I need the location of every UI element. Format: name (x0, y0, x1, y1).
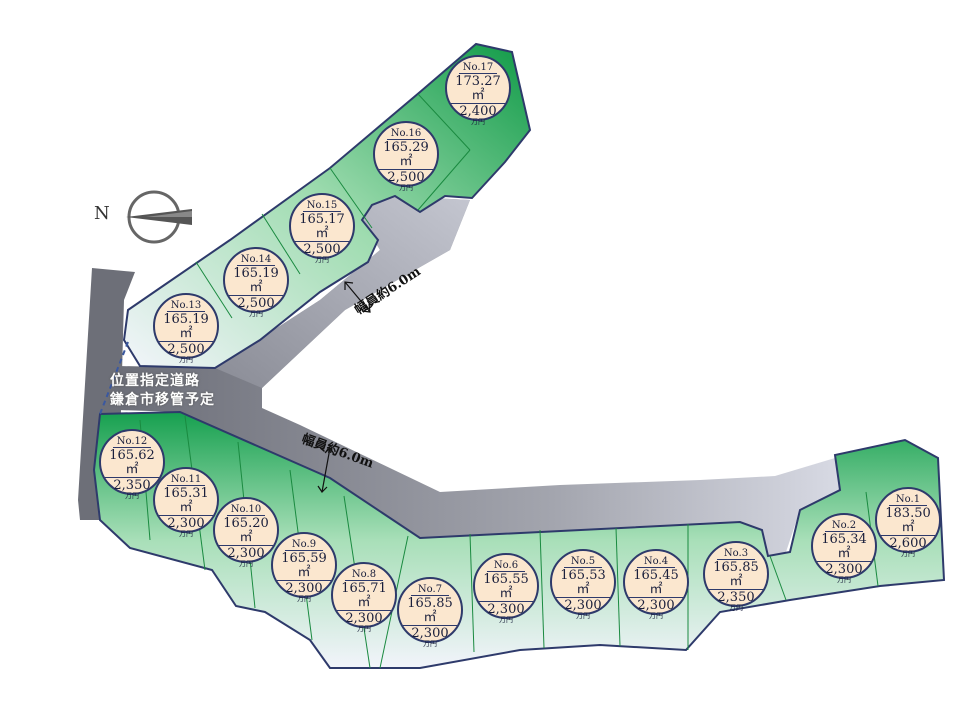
lot-price: 2,300 (167, 516, 205, 531)
lot-price-unit: 万円 (649, 612, 663, 620)
lot-price: 2,600 (889, 536, 927, 551)
lot-area: 165.53㎡ (556, 569, 610, 598)
lot-number: No.14 (237, 254, 275, 266)
lot-area: 165.31㎡ (159, 487, 213, 516)
lot-price: 2,500 (167, 342, 205, 357)
lot-price-unit: 万円 (729, 604, 743, 612)
lot-number: No.6 (487, 560, 525, 572)
lot-number: No.15 (303, 200, 341, 212)
lot-price: 2,300 (564, 598, 602, 613)
lot-price-unit: 万円 (179, 356, 193, 364)
lot-area: 165.55㎡ (479, 573, 533, 602)
lot-price-unit: 万円 (357, 625, 371, 633)
lot-price: 2,500 (387, 170, 425, 185)
lot-price-unit: 万円 (297, 595, 311, 603)
lot-number: No.11 (167, 474, 205, 486)
lot-price-unit: 万円 (315, 256, 329, 264)
lot-price: 2,500 (303, 242, 341, 257)
lot-number: No.2 (825, 520, 863, 532)
lot-number: No.16 (387, 128, 425, 140)
lot-number: No.17 (459, 62, 497, 74)
lot-area: 165.19㎡ (159, 313, 213, 342)
lot-number: No.1 (889, 494, 927, 506)
road-note-line-1: 位置指定道路 (110, 373, 200, 389)
lot-area: 165.34㎡ (817, 533, 871, 562)
lot-area: 165.29㎡ (379, 141, 433, 170)
lot-area: 165.59㎡ (277, 552, 331, 581)
lot-price: 2,500 (237, 296, 275, 311)
lot-price-unit: 万円 (837, 576, 851, 584)
lot-price: 2,300 (637, 598, 675, 613)
lot-price-unit: 万円 (423, 640, 437, 648)
lot-area: 165.85㎡ (709, 561, 763, 590)
lot-area: 165.17㎡ (295, 213, 349, 242)
lot-price-unit: 万円 (901, 550, 915, 558)
lot-price: 2,300 (487, 602, 525, 617)
lot-area: 183.50㎡ (881, 507, 935, 536)
lot-area: 173.27㎡ (451, 75, 505, 104)
lot-price-unit: 万円 (576, 612, 590, 620)
lot-price-unit: 万円 (399, 184, 413, 192)
road-note-line-2: 鎌倉市移管予定 (110, 392, 215, 408)
lot-price: 2,300 (411, 626, 449, 641)
lot-area: 165.45㎡ (629, 569, 683, 598)
lot-number: No.3 (717, 548, 755, 560)
lot-number: No.7 (411, 584, 449, 596)
lot-area: 165.62㎡ (105, 449, 159, 478)
lot-price-unit: 万円 (179, 530, 193, 538)
lot-area: 165.71㎡ (337, 582, 391, 611)
lot-number: No.9 (285, 539, 323, 551)
lot-area: 165.19㎡ (229, 267, 283, 296)
lot-price-unit: 万円 (249, 310, 263, 318)
lot-number: No.4 (637, 556, 675, 568)
road-boundary-dashed (99, 341, 129, 415)
lot-price: 2,400 (459, 104, 497, 119)
lot-number: No.13 (167, 300, 205, 312)
lot-price: 2,300 (345, 611, 383, 626)
lot-price: 2,300 (227, 546, 265, 561)
lot-price-unit: 万円 (239, 560, 253, 568)
road-width-arrow-upper (344, 281, 371, 313)
lot-number: No.5 (564, 556, 602, 568)
road-width-arrow-lower (317, 447, 335, 493)
lot-price: 2,350 (717, 590, 755, 605)
west-road (78, 268, 135, 520)
lot-number: No.8 (345, 569, 383, 581)
lot-price-unit: 万円 (125, 492, 139, 500)
lot-price: 2,350 (113, 478, 151, 493)
north-compass-icon (126, 190, 192, 244)
lot-area: 165.20㎡ (219, 517, 273, 546)
lot-price-unit: 万円 (499, 616, 513, 624)
upper-lot-lines (195, 93, 471, 319)
lot-price-unit: 万円 (471, 118, 485, 126)
lot-number: No.10 (227, 504, 265, 516)
access-road-upper (215, 196, 470, 388)
north-label: N (94, 203, 110, 224)
lot-number: No.12 (113, 436, 151, 448)
lot-area: 165.85㎡ (403, 597, 457, 626)
road-note: 位置指定道路 鎌倉市移管予定 (110, 372, 215, 410)
lot-price: 2,300 (285, 581, 323, 596)
lot-price: 2,300 (825, 562, 863, 577)
